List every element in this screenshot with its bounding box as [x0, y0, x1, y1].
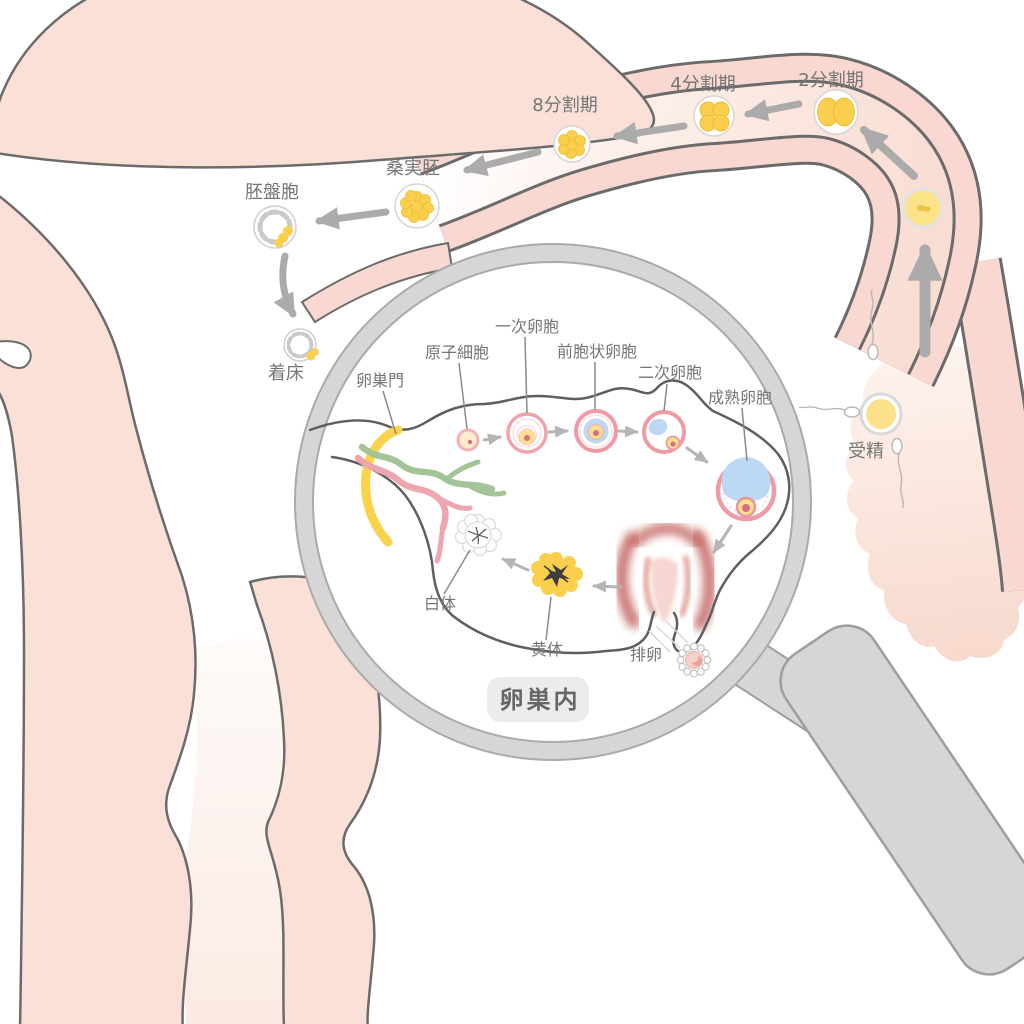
left-wall-fold-notch	[0, 340, 32, 369]
pink-vessel-branch	[435, 495, 473, 511]
uterus-left-wall	[0, 195, 197, 1024]
label-primary-follicle: 一次卵胞	[495, 317, 559, 336]
stage-morula	[394, 183, 440, 229]
pink-vessel	[354, 454, 449, 532]
preantral-follicle	[574, 409, 618, 453]
label-blastocyst: 胚盤胞	[245, 182, 299, 203]
sperm-icon	[867, 289, 879, 361]
ovary-section: 卵巣門 原子細胞 一次卵胞 前胞状卵胞 二次卵胞 成熟卵胞 排卵 黄体 白体 卵…	[308, 317, 791, 722]
tube-progression-arrows	[273, 99, 943, 358]
magnifier-handle	[722, 624, 1024, 976]
corpus-luteum	[531, 552, 583, 597]
ovulation-burst	[615, 522, 716, 631]
ovary-outline	[308, 379, 791, 655]
ovary-badge: 卵巣内	[487, 677, 589, 722]
ovary-label-lines	[382, 336, 748, 641]
tube-outer-band	[950, 257, 1024, 593]
ovulation-rays	[648, 620, 689, 653]
label-ovarian-hilum: 卵巣門	[356, 371, 404, 390]
green-vessel-branch	[467, 483, 507, 497]
uterus-right-wall	[248, 575, 382, 1024]
corpus-albicans	[454, 513, 503, 557]
sperm-icon	[798, 406, 861, 418]
green-vessel-branch	[445, 459, 481, 481]
stage-two-cell	[813, 89, 859, 135]
green-vessel	[358, 443, 496, 493]
label-preantral-follicle: 前胞状卵胞	[557, 342, 637, 361]
mature-follicle	[715, 457, 777, 522]
label-secondary-follicle: 二次卵胞	[638, 363, 702, 382]
ovarian-hilum-vessels	[354, 425, 507, 564]
label-four-cell-stage: 4分割期	[670, 74, 735, 95]
label-primordial-cell: 原子細胞	[425, 343, 489, 362]
label-mature-follicle: 成熟卵胞	[708, 388, 772, 407]
hilum-arc	[361, 425, 403, 547]
uterus-fundus	[0, 0, 656, 169]
vaginal-canal	[184, 639, 313, 1024]
stage-four-cell	[693, 95, 735, 137]
label-corpus-luteum: 黄体	[531, 640, 563, 659]
label-ovulation: 排卵	[630, 645, 662, 664]
secondary-follicle	[642, 410, 686, 454]
sperm-icon	[891, 437, 905, 509]
label-morula: 桑実胚	[386, 158, 440, 179]
primary-follicle	[506, 412, 548, 454]
fertilization-site	[798, 289, 905, 509]
follicle-arrows	[482, 425, 733, 593]
primordial-cell	[456, 428, 480, 452]
label-eight-cell-stage: 8分割期	[532, 95, 597, 116]
ovary-badge-label: 卵巣内	[500, 686, 581, 714]
label-corpus-albicans: 白体	[424, 594, 456, 613]
stage-eight-cell	[553, 125, 591, 163]
stage-zygote	[902, 187, 944, 229]
label-two-cell-stage: 2分割期	[798, 70, 863, 91]
stage-blastocyst	[253, 205, 297, 249]
magnifier-lens	[294, 243, 812, 761]
ovulated-egg	[676, 642, 712, 678]
label-fertilization: 受精	[848, 441, 884, 462]
pink-vessel-branch	[434, 525, 446, 564]
label-implantation: 着床	[268, 363, 304, 384]
stage-implantation	[283, 328, 319, 362]
